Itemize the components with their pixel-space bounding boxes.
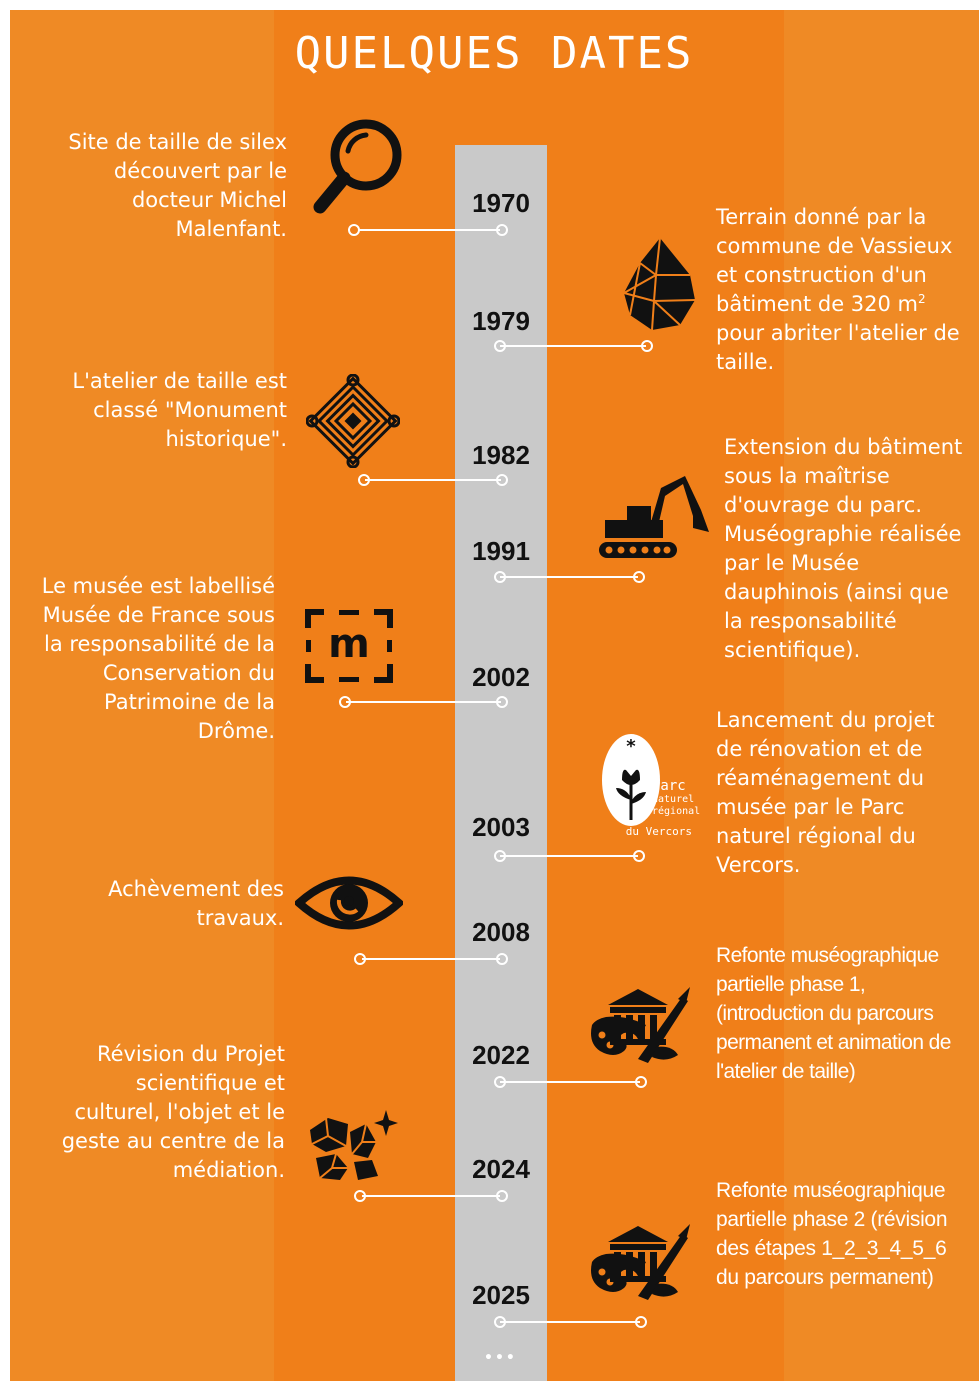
event-2008: Achèvement des travaux.: [108, 877, 284, 930]
event-1970: Site de taille de silex découvert par le…: [68, 130, 287, 241]
year-2022: 2022: [472, 1040, 530, 1070]
musee-de-france-letter: m: [328, 621, 370, 667]
event-2025: Refonte muséographique partielle phase 2…: [716, 1179, 948, 1289]
event-2003: Lancement du projet de rénovation et de …: [716, 708, 935, 877]
year-1970: 1970: [472, 188, 530, 218]
eye-icon: [295, 876, 403, 930]
event-1982: L'atelier de taille est classé "Monument…: [72, 369, 287, 451]
musee-de-france-logo: m: [304, 608, 394, 684]
year-1979: 1979: [472, 306, 530, 336]
page-title: QUELQUES DATES: [294, 28, 694, 79]
year-2008: 2008: [472, 917, 530, 947]
event-1979: Terrain donné par la commune de Vassieux…: [716, 205, 960, 374]
year-2025: 2025: [472, 1280, 530, 1310]
parc-logo-line-3: régional: [652, 806, 701, 817]
labyrinth-emblem-icon: [306, 374, 400, 468]
event-1991: Extension du bâtiment sous la maîtrise d…: [724, 435, 963, 662]
background-left: [10, 10, 274, 1381]
svg-text:*: *: [626, 736, 636, 757]
background-right: [784, 10, 979, 1381]
top-rule: [184, 8, 804, 10]
event-2024: Révision du Projet scientifique et cultu…: [61, 1042, 285, 1182]
parc-logo-line-2: naturel: [652, 794, 695, 805]
event-2002: Le musée est labellisé Musée de France s…: [41, 574, 275, 743]
year-2024: 2024: [472, 1154, 530, 1184]
year-2002: 2002: [472, 662, 530, 692]
museum-palette-icon-2: [591, 1224, 690, 1300]
stones-sparkle-icon: [310, 1110, 398, 1180]
parc-vercors-logo: * Parc naturel régional du Vercors: [598, 732, 701, 842]
more-dots: •••: [484, 1350, 517, 1366]
excavator-icon: [599, 476, 709, 558]
year-1991: 1991: [472, 536, 530, 566]
parc-logo-line-1: Parc: [652, 778, 686, 794]
year-2003: 2003: [472, 812, 530, 842]
event-2022: Refonte muséographique partielle phase 1…: [716, 944, 951, 1083]
museum-palette-icon: [591, 987, 690, 1063]
year-1982: 1982: [472, 440, 530, 470]
flint-stone-icon: [623, 237, 696, 331]
magnifying-glass-icon: [313, 119, 402, 214]
parc-logo-line-4: du Vercors: [625, 825, 692, 838]
